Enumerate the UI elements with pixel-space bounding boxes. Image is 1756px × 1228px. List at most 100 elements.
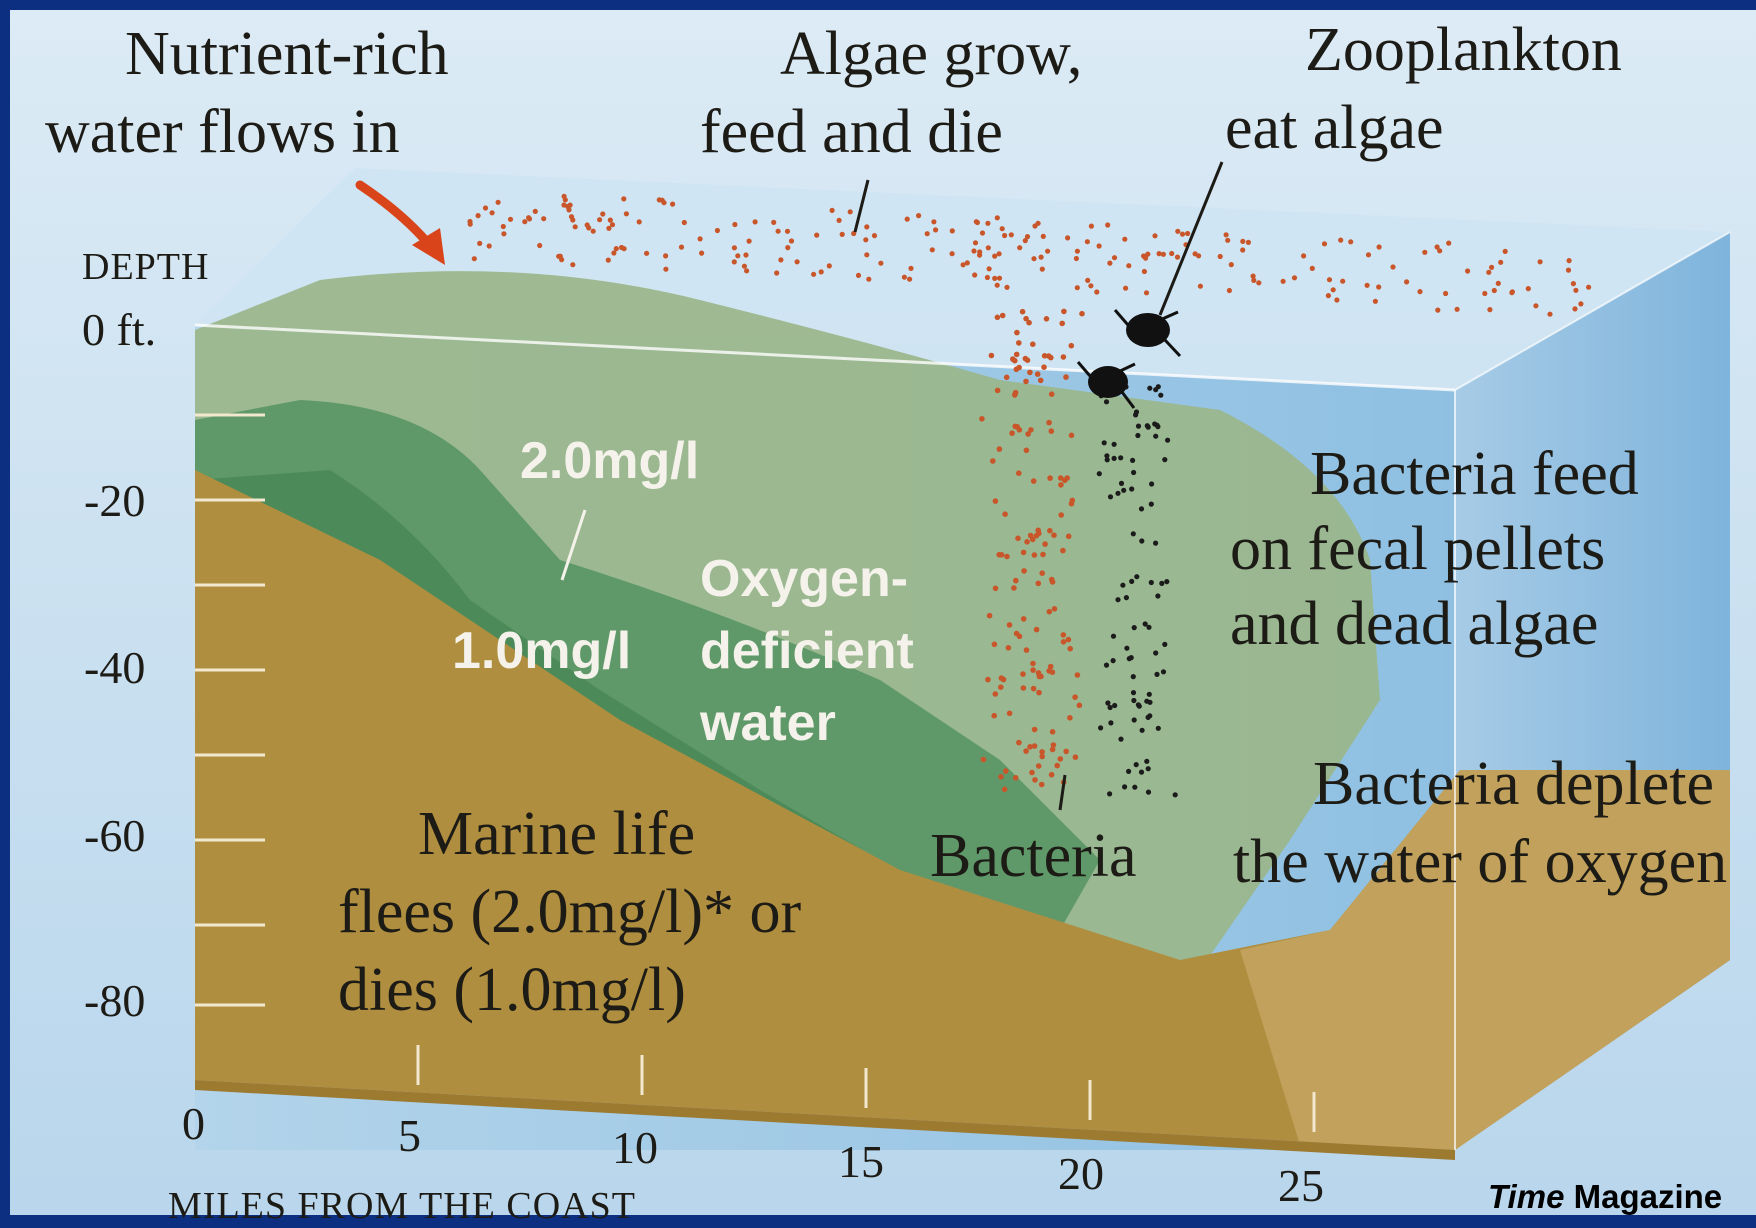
miles-tick-25: 25 <box>1278 1160 1324 1212</box>
algae-dot <box>490 210 495 215</box>
dot <box>1111 634 1116 639</box>
algae-dot <box>811 272 816 277</box>
algae-dot <box>1435 244 1440 249</box>
algae-dot <box>1000 226 1005 231</box>
dot <box>1013 578 1019 584</box>
algae-dot <box>537 243 542 248</box>
algae-dot <box>986 245 991 250</box>
algae-dot <box>1301 253 1306 258</box>
algae-dot <box>1175 229 1180 234</box>
dot <box>1112 456 1117 461</box>
label-bact-feed-3: and dead algae <box>1230 590 1598 659</box>
dot <box>1031 478 1037 484</box>
algae-dot <box>753 219 758 224</box>
algae-dot <box>566 207 571 212</box>
algae-dot <box>1089 224 1094 229</box>
algae-dot <box>644 251 649 256</box>
algae-dot <box>1041 234 1046 239</box>
dot <box>1143 621 1148 626</box>
dot <box>1155 593 1160 598</box>
dot <box>1118 737 1123 742</box>
algae-dot <box>789 238 794 243</box>
dot <box>1104 663 1109 668</box>
algae-dot <box>1377 244 1382 249</box>
dot <box>1153 541 1158 546</box>
algae-dot <box>1185 231 1190 236</box>
algae-dot <box>995 283 1000 288</box>
algae-dot <box>785 245 790 250</box>
dot <box>1026 320 1032 326</box>
dot <box>1098 725 1103 730</box>
dot <box>1158 393 1163 398</box>
dot <box>1107 791 1112 796</box>
algae-dot <box>830 208 835 213</box>
algae-dot <box>1571 281 1576 286</box>
algae-dot <box>1009 232 1014 237</box>
dot <box>1032 727 1038 733</box>
algae-dot <box>1017 245 1022 250</box>
dot <box>1058 756 1064 762</box>
dot <box>1041 364 1047 370</box>
algae-dot <box>1225 238 1230 243</box>
dot <box>992 642 998 648</box>
algae-dot <box>660 198 665 203</box>
dot <box>1023 379 1029 385</box>
dot <box>1054 763 1060 769</box>
dot <box>987 613 993 619</box>
algae-dot <box>637 219 642 224</box>
dot <box>1020 309 1026 315</box>
dot <box>1048 664 1054 670</box>
algae-dot <box>961 262 966 267</box>
algae-dot <box>1144 290 1149 295</box>
dot <box>1069 343 1075 349</box>
algae-dot <box>1074 256 1079 261</box>
algae-dot <box>1251 278 1256 283</box>
algae-dot <box>905 217 910 222</box>
algae-dot <box>1338 238 1343 243</box>
algae-dot <box>1085 278 1090 283</box>
dot <box>1135 433 1140 438</box>
dot <box>1069 433 1075 439</box>
algae-dot <box>1322 241 1327 246</box>
dot <box>993 691 999 697</box>
algae-dot <box>1340 279 1345 284</box>
algae-dot <box>987 266 992 271</box>
algae-dot <box>864 252 869 257</box>
dot <box>1132 625 1137 630</box>
algae-dot <box>732 259 737 264</box>
algae-dot <box>1065 235 1070 240</box>
algae-dot <box>1143 256 1148 261</box>
algae-dot <box>1292 275 1297 280</box>
dot <box>1156 726 1161 731</box>
dot <box>1058 482 1064 488</box>
dot <box>1001 677 1007 683</box>
dot <box>1126 769 1131 774</box>
algae-dot <box>586 225 591 230</box>
dot <box>1051 742 1057 748</box>
dot <box>1051 532 1057 538</box>
algae-dot <box>1573 288 1578 293</box>
algae-dot <box>795 259 800 264</box>
dot <box>1146 790 1151 795</box>
dot <box>1024 539 1030 545</box>
dot <box>1119 481 1124 486</box>
algae-dot <box>744 268 749 273</box>
depth-tick-20: -20 <box>84 475 145 527</box>
dot <box>1004 554 1010 560</box>
dot <box>1032 552 1038 558</box>
algae-dot <box>526 215 531 220</box>
dot <box>1069 501 1075 507</box>
algae-dot <box>771 220 776 225</box>
dot <box>1021 685 1027 691</box>
algae-dot <box>992 276 997 281</box>
algae-dot <box>541 216 546 221</box>
algae-dot <box>985 275 990 280</box>
label-bact-deplete-2: the water of oxygen <box>1233 828 1727 897</box>
dot <box>1079 311 1085 317</box>
algae-dot <box>1227 288 1232 293</box>
dot <box>1073 754 1079 760</box>
dot <box>1102 440 1107 445</box>
dot <box>1115 491 1120 496</box>
algae-dot <box>614 246 619 251</box>
algae-dot <box>563 197 568 202</box>
